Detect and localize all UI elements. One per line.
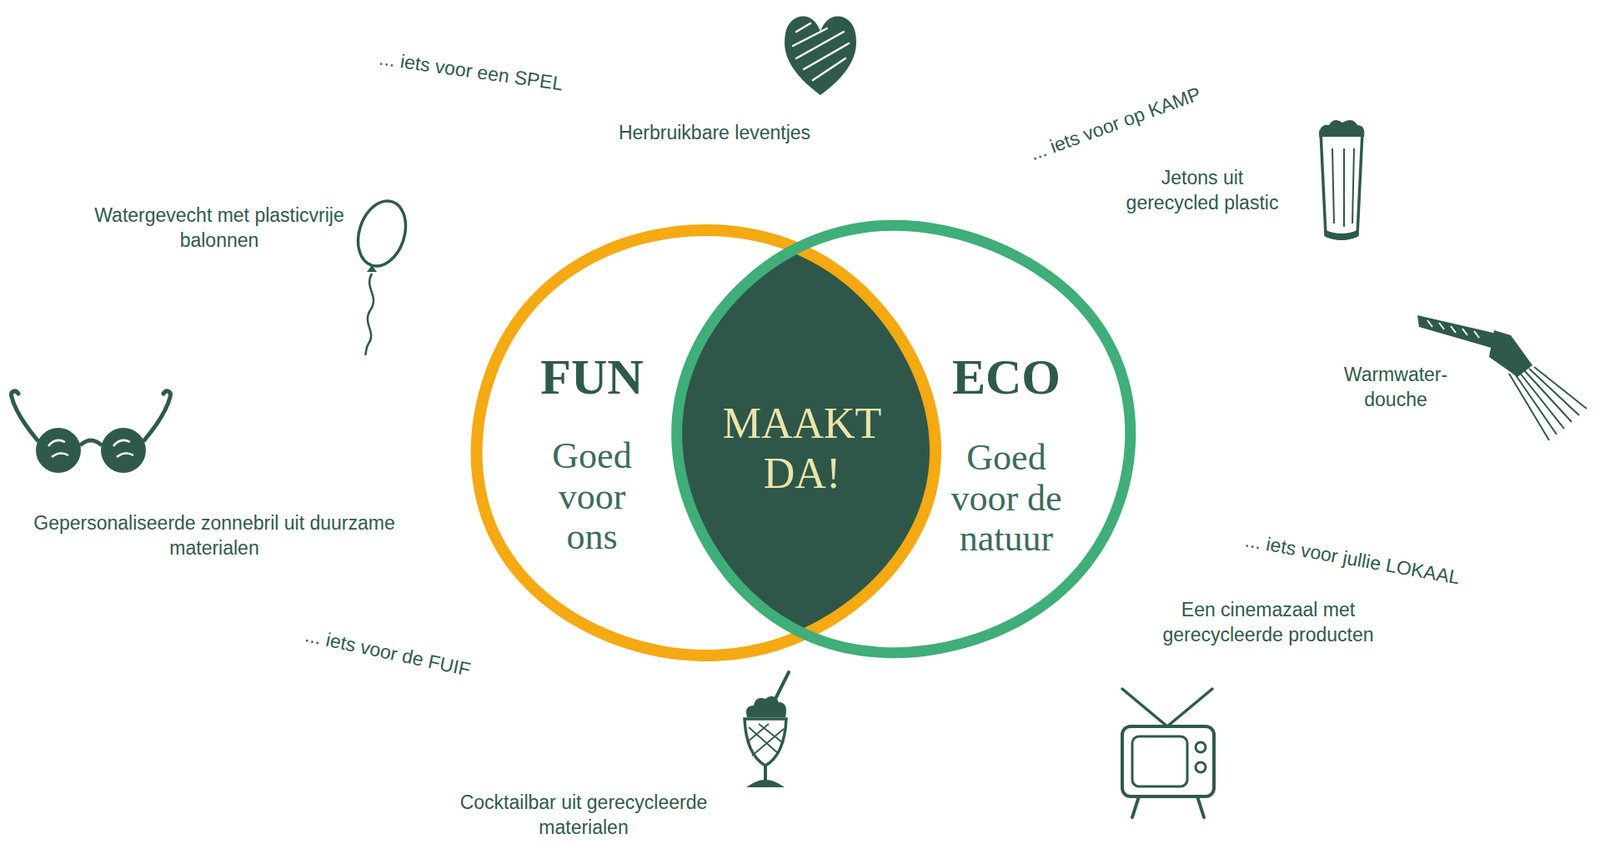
- idea-label-slot: Warmwater-douche: [1333, 362, 1459, 413]
- category-label-slot: ... iets voor de FUIF: [221, 606, 553, 700]
- shower-spray: [1509, 366, 1587, 441]
- intersection-text: MAAKT DA!: [710, 398, 894, 499]
- tv-antenna: [1122, 688, 1168, 727]
- glasses-lens: [35, 427, 81, 473]
- lens-fill: [676, 225, 1130, 653]
- heart-scribble: [792, 23, 849, 81]
- idea-label-slot: Een cinemazaal met gerecycleerde product…: [1147, 597, 1390, 648]
- glass-base: [1325, 230, 1358, 241]
- cocktail-icon: [744, 672, 789, 786]
- idea-label: Gepersonaliseerde zonnebril uit duurzame…: [22, 511, 407, 562]
- eco-circle-shape: [667, 216, 1139, 661]
- balloon-body: [350, 195, 414, 273]
- glass-outline: [1320, 131, 1363, 239]
- tv-icon: [1122, 688, 1214, 818]
- idea-label: Warmwater-douche: [1333, 362, 1459, 413]
- beer-foam: [1319, 120, 1365, 137]
- beer-glass-icon: [1319, 120, 1365, 241]
- circle-body-slot: Goed voor de natuur: [943, 437, 1069, 559]
- circle-heading-slot: ECO: [914, 349, 1099, 405]
- glasses-temple: [11, 391, 38, 441]
- idea-label-slot: Watergevecht met plasticvrije balonnen: [94, 203, 345, 254]
- tv-knob: [1195, 762, 1206, 773]
- glasses-temple: [144, 391, 171, 441]
- idea-label-slot: Gepersonaliseerde zonnebril uit duurzame…: [22, 511, 407, 562]
- tv-knob: [1195, 742, 1206, 753]
- sunglasses-icon: [11, 391, 171, 473]
- idea-label: Herbruikbare leventjes: [547, 120, 882, 146]
- tv-screen: [1132, 736, 1188, 787]
- cocktail-glass: [744, 718, 787, 766]
- tv-antenna: [1167, 688, 1213, 727]
- idea-label-slot: Jetons uit gerecycled plastic: [1114, 165, 1290, 216]
- shower-head: [1489, 330, 1533, 377]
- idea-label: Watergevecht met plasticvrije balonnen: [94, 203, 345, 254]
- idea-label-slot: Herbruikbare leventjes: [547, 120, 882, 146]
- category-label: ... iets voor jullie LOKAAL: [1185, 518, 1519, 602]
- idea-label-slot: Cocktailbar uit gerecycleerde materialen: [425, 790, 743, 841]
- idea-label: Cocktailbar uit gerecycleerde materialen: [425, 790, 743, 841]
- heart-shape: [784, 15, 857, 96]
- cocktail-foam: [746, 696, 787, 718]
- glasses-bridge: [80, 440, 102, 446]
- glasses-scribble: [48, 440, 134, 457]
- balloon-knot: [366, 265, 377, 272]
- beer-lines: [1332, 148, 1355, 227]
- tv-legs: [1132, 796, 1204, 818]
- fun-circle-shape: [466, 222, 943, 665]
- circle-body: Goed voor ons: [537, 436, 647, 557]
- cocktail-hatch: [747, 723, 784, 756]
- balloon-icon: [350, 195, 414, 356]
- category-label-slot: ... iets voor jullie LOKAAL: [1185, 518, 1519, 602]
- idea-label: Een cinemazaal met gerecycleerde product…: [1147, 597, 1390, 648]
- intersection-text-slot: MAAKT DA!: [710, 398, 894, 499]
- glasses-lens: [100, 427, 146, 473]
- circle-heading-slot: FUN: [500, 349, 684, 405]
- eco-circle: ECO Goed voor de natuur: [667, 216, 1139, 661]
- heart-icon: [784, 15, 857, 96]
- ring-outline: [677, 225, 1131, 653]
- circle-heading: ECO: [914, 349, 1099, 405]
- category-label: ... iets voor de FUIF: [221, 606, 553, 700]
- circle-body-slot: Goed voor ons: [537, 436, 647, 557]
- circle-heading: FUN: [500, 349, 684, 405]
- intersection-lens: MAAKT DA!: [663, 225, 948, 676]
- idea-label: Jetons uit gerecycled plastic: [1114, 165, 1290, 216]
- cocktail-stem: [752, 765, 779, 786]
- fun-circle: FUN Goed voor ons: [466, 222, 943, 665]
- shower-handle: [1417, 315, 1497, 349]
- category-label-slot: ... iets voor een SPEL: [304, 35, 638, 107]
- handle-stripes: [1427, 320, 1480, 338]
- category-label: ... iets voor een SPEL: [304, 35, 638, 107]
- balloon-string: [365, 273, 374, 356]
- tv-body: [1122, 726, 1214, 797]
- circle-body: Goed voor de natuur: [943, 437, 1069, 559]
